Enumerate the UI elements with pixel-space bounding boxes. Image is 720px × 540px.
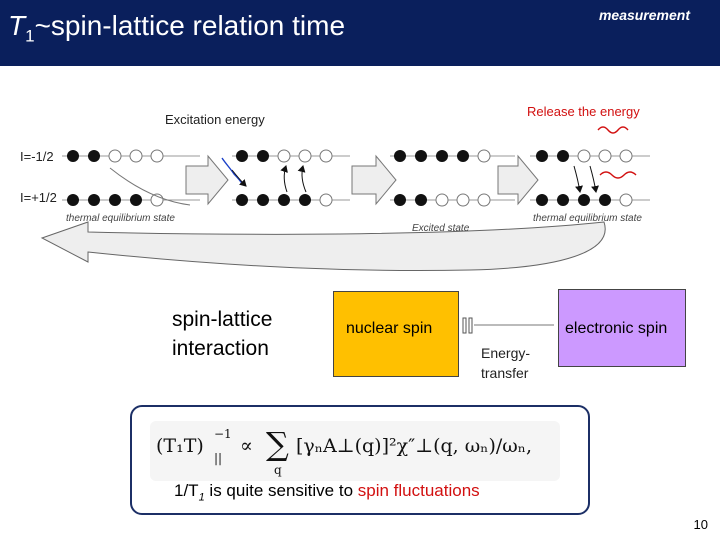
title-bar: T1~spin-lattice relation time measuremen… xyxy=(0,0,720,66)
spin-down-label: I=-1/2 xyxy=(20,149,54,164)
process-arrow-2 xyxy=(351,154,397,206)
excited-state-label: Excited state xyxy=(412,223,470,234)
spin-group-center-right xyxy=(394,149,491,207)
spin-group-left xyxy=(67,149,164,207)
page-number: 10 xyxy=(693,517,708,532)
release-energy-label: Release the energy xyxy=(527,104,640,119)
right-state-label: thermal equilibrium state xyxy=(533,213,642,224)
formula-box: (T₁T) −1 || ∝ ∑ q [γₙA⊥(q)]²χ″⊥(q, ωₙ)/ω… xyxy=(130,405,590,515)
relaxation-formula: (T₁T) −1 || ∝ ∑ q [γₙA⊥(q)]²χ″⊥(q, ωₙ)/ω… xyxy=(150,421,560,481)
excitation-energy-label: Excitation energy xyxy=(165,112,265,127)
electronic-spin-box: electronic spin xyxy=(558,289,686,367)
return-arrow xyxy=(40,221,606,271)
sensitivity-note: 1/T1 is quite sensitive to spin fluctuat… xyxy=(174,481,480,504)
spin-lattice-interaction-label: spin-lattice interaction xyxy=(172,308,273,360)
spin-up-label: I=+1/2 xyxy=(20,190,57,205)
spin-level-diagram xyxy=(40,126,650,271)
left-state-label: thermal equilibrium state xyxy=(66,213,175,224)
nuclear-spin-box: nuclear spin xyxy=(333,291,459,377)
section-label: measurement xyxy=(598,7,690,23)
energy-transfer-arrow xyxy=(462,317,554,334)
spin-group-center-left xyxy=(236,149,333,207)
energy-transfer-label: Energy- transfer xyxy=(481,345,531,381)
slide-title: T1~spin-lattice relation time xyxy=(8,10,346,46)
process-arrow-1 xyxy=(185,154,229,206)
spin-group-right xyxy=(536,149,633,207)
process-arrow-3 xyxy=(497,154,539,206)
